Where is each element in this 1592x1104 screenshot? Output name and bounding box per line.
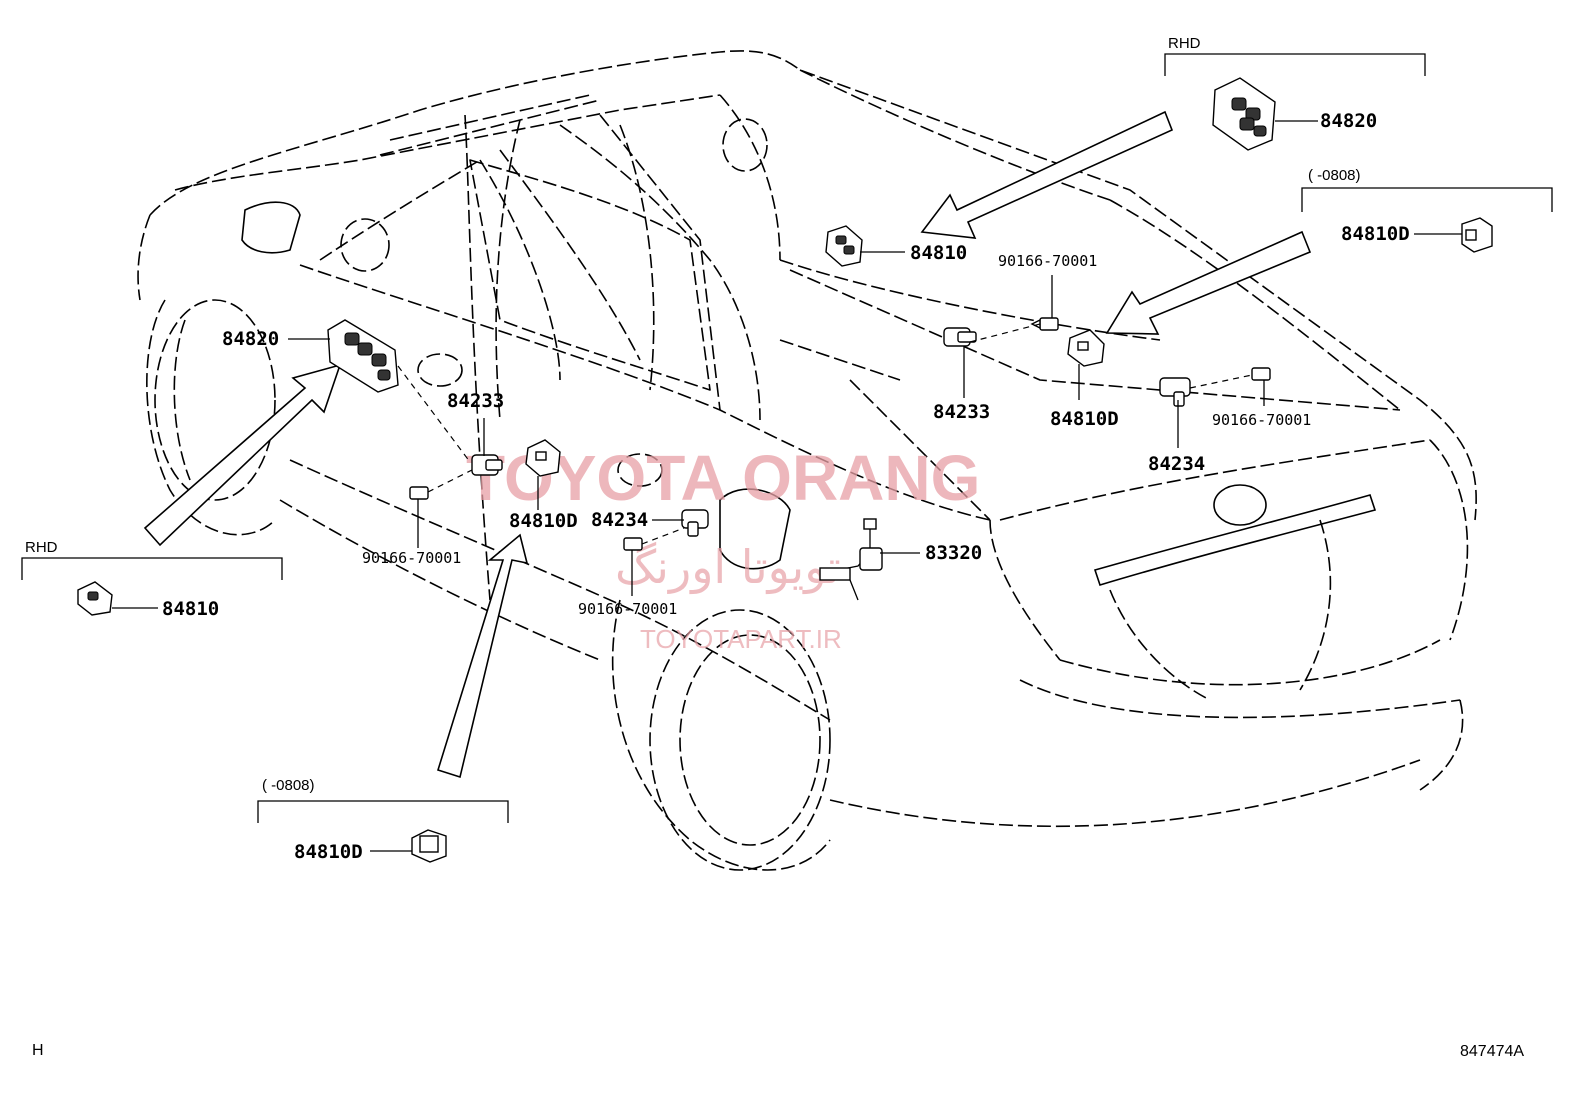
part-number-90166-left[interactable]: 90166-70001 — [362, 549, 461, 567]
window-switch-icon-mid — [1067, 329, 1105, 367]
watermark-site: TOYOTAPART.IR — [640, 624, 842, 654]
group-rhd-top: RHD — [1164, 35, 1426, 76]
part-number-90166-top[interactable]: 90166-70001 — [998, 252, 1097, 270]
group-rhd-left: RHD — [21, 539, 283, 580]
screw-icon-top — [1030, 317, 1059, 331]
part-number-84810-center[interactable]: 84810 — [910, 242, 967, 264]
diagram-id: 847474A — [1460, 1043, 1524, 1060]
master-switch-icon-left — [327, 319, 399, 393]
part-numbers: 84820 84810D 84810 90166-70001 84233 848… — [162, 110, 1410, 863]
part-number-90166-lower[interactable]: 90166-70001 — [578, 600, 677, 618]
courtesy-switch-icon-right — [943, 327, 977, 347]
screw-icon-lower — [623, 537, 643, 551]
master-switch-icon-rhd — [1212, 77, 1276, 151]
arrow-to-84810 — [920, 110, 1174, 239]
arrow-to-84820 — [143, 363, 342, 547]
courtesy-switch-icon-left — [471, 454, 503, 476]
part-number-84820-rhd[interactable]: 84820 — [1320, 110, 1377, 132]
date-right-label: ( -0808) — [1308, 167, 1361, 184]
window-switch-icon-center — [825, 225, 863, 267]
part-number-83320[interactable]: 83320 — [925, 542, 982, 564]
watermark-persian: تویوتا اورنگ — [615, 540, 841, 595]
rhd-top-label: RHD — [1168, 35, 1201, 52]
part-number-84234-right[interactable]: 84234 — [1148, 453, 1205, 475]
date-bottom-label: ( -0808) — [262, 777, 315, 794]
corner-label-left: H — [32, 1042, 44, 1059]
part-number-90166-right[interactable]: 90166-70001 — [1212, 411, 1311, 429]
courtesy-switch-icon-right-2 — [1159, 377, 1191, 407]
part-number-84810D-right[interactable]: 84810D — [1341, 223, 1410, 245]
part-number-84810D-left[interactable]: 84810D — [509, 510, 578, 532]
screw-icon-left — [409, 486, 429, 500]
part-number-84234-left[interactable]: 84234 — [591, 509, 648, 531]
group-date-right: ( -0808) — [1301, 167, 1553, 212]
small-switch-icon-bottom — [411, 829, 447, 863]
part-number-84233-right[interactable]: 84233 — [933, 401, 990, 423]
part-number-84810D-bottom[interactable]: 84810D — [294, 841, 363, 863]
pointer-arrows — [143, 110, 1312, 779]
rhd-left-label: RHD — [25, 539, 58, 556]
small-switch-icon-right — [1461, 217, 1493, 253]
arrow-to-84810D — [1105, 230, 1312, 335]
part-number-84233-left[interactable]: 84233 — [447, 390, 504, 412]
arrow-upward — [437, 533, 529, 779]
part-number-84810-rhd-left[interactable]: 84810 — [162, 598, 219, 620]
window-switch-icon-left — [525, 439, 561, 477]
part-number-84810D-mid[interactable]: 84810D — [1050, 408, 1119, 430]
car-outline — [137, 50, 1477, 871]
leader-lines — [112, 120, 1462, 852]
courtesy-switch-icon-lower — [681, 509, 709, 537]
sensor-harness-icon — [819, 518, 883, 601]
screw-icon-right — [1251, 367, 1271, 381]
part-number-84820-left[interactable]: 84820 — [222, 328, 279, 350]
group-date-bottom: ( -0808) — [257, 777, 509, 823]
window-switch-icon-rhd-left — [77, 581, 113, 616]
